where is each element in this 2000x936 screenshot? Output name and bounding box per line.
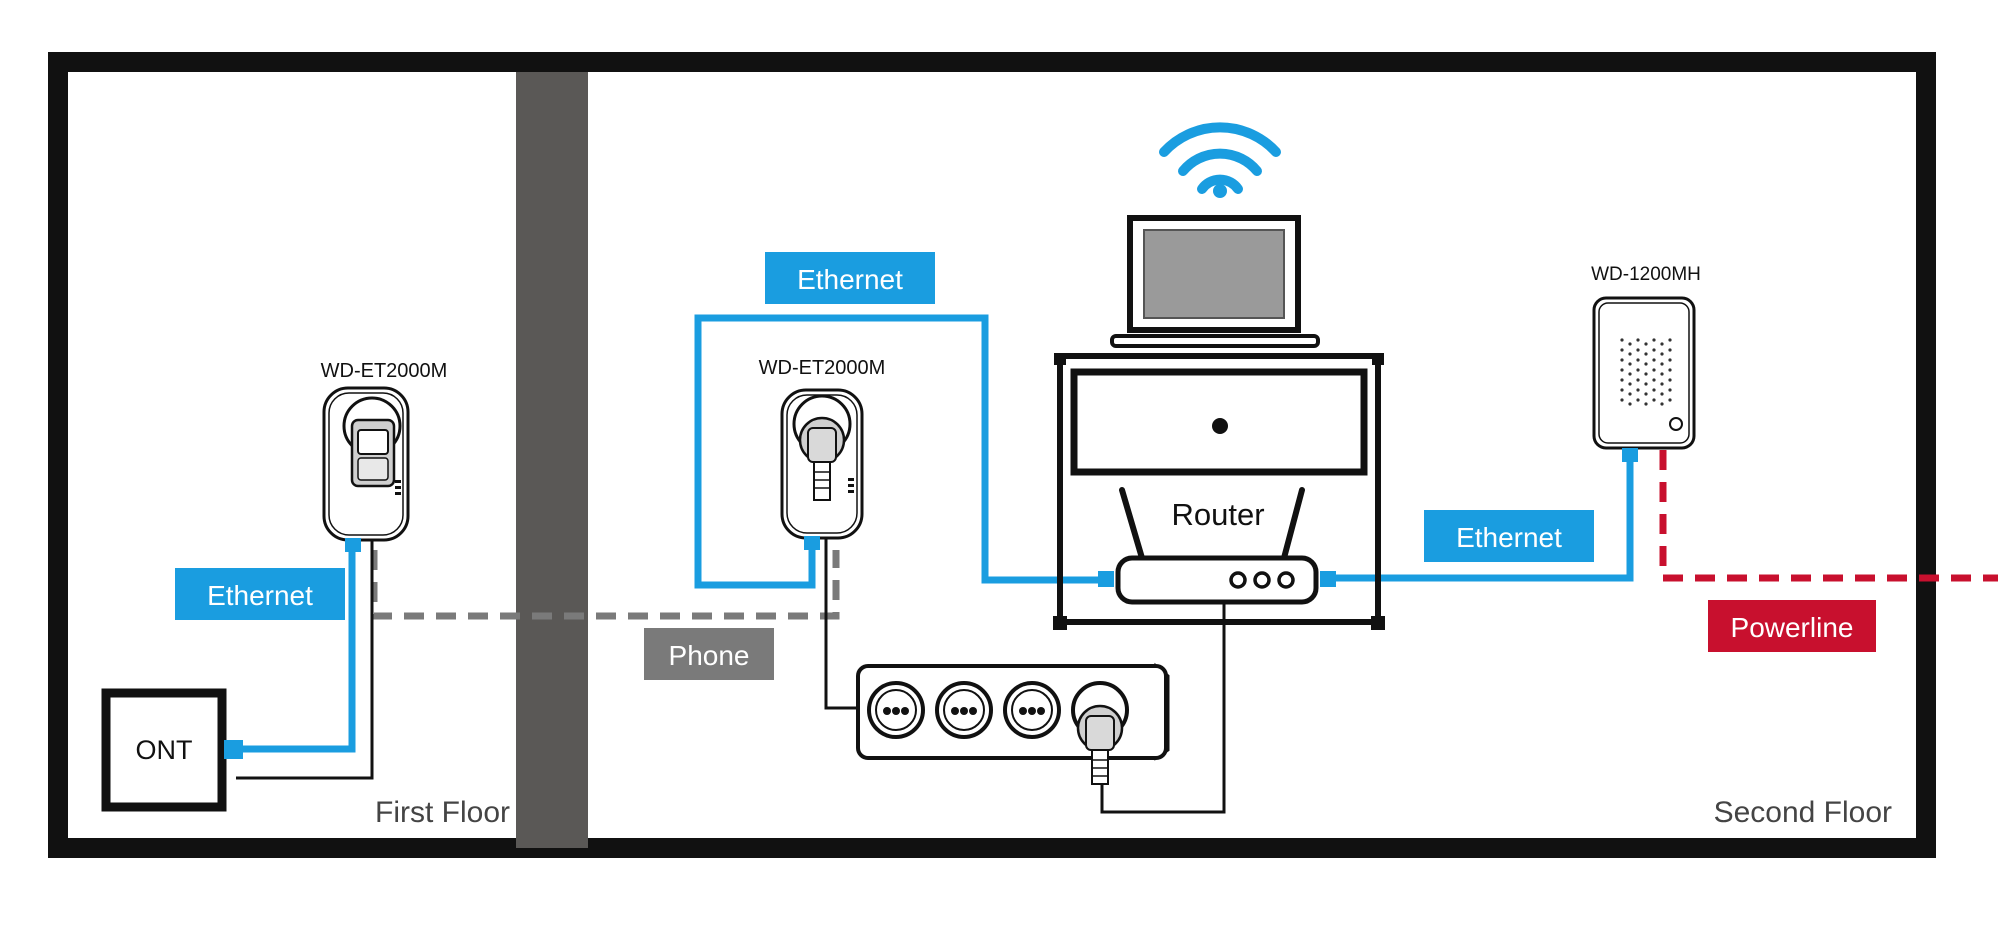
power-socket-occupied [1071,681,1129,785]
plug-icon [798,416,846,501]
ont-ethernet-port [224,740,243,759]
ethernet-label-right-text: Ethernet [1456,522,1562,553]
power-socket [1003,681,1061,739]
second-floor-label: Second Floor [1714,796,1892,829]
ont-box: ONT [101,688,243,812]
drawer-knob [1212,418,1228,434]
power-socket [935,681,993,739]
powerline-adapter-left: WD-ET2000M [321,360,448,552]
adapter-middle-ethernet-port [804,536,820,550]
router-label: Router [1171,497,1264,532]
ethernet-loop-middle-adapter [694,314,1098,589]
router-power-cord [1100,600,1226,814]
first-floor-label: First Floor [375,796,510,829]
adapter-right-ethernet-port [1622,448,1638,462]
plug-icon [350,418,396,488]
adapter-middle-label: WD-ET2000M [759,357,886,379]
powerline-label-text: Powerline [1731,612,1854,643]
power-strip [856,662,1170,785]
ethernet-cable-router-right [1334,450,1634,582]
phone-line [370,550,840,620]
ont-power-cord [236,476,374,780]
speaker-grille [1620,338,1672,406]
laptop-screen [1143,229,1285,319]
router-antenna-left [1119,487,1145,561]
router-antenna-right [1281,487,1305,561]
indicator-leds [848,478,854,493]
wifi-icon [1159,122,1281,198]
ethernet-label-left: Ethernet [175,568,345,620]
ethernet-cable-ont [236,550,356,753]
adapter-left-ethernet-port [345,538,361,552]
desk [1053,353,1385,630]
phone-label: Phone [644,628,774,680]
powerline-label: Powerline [1708,600,1876,652]
ethernet-label-left-text: Ethernet [207,580,313,611]
phone-label-text: Phone [669,640,750,671]
pair-button-icon [1669,417,1683,431]
adapter-left-label: WD-ET2000M [321,360,448,382]
router-port-left [1098,571,1114,587]
ethernet-label-top-text: Ethernet [797,264,903,295]
ethernet-label-right: Ethernet [1424,510,1594,562]
power-socket [867,681,925,739]
powerline-adapter-right: WD-1200MH [1591,264,1701,462]
desk-drawer [1070,368,1368,476]
middle-adapter-power-cord [824,478,858,710]
powerline-link [1659,450,1998,582]
adapter-right-label: WD-1200MH [1591,264,1701,285]
floor-divider-wall [516,72,588,848]
ont-label: ONT [136,735,193,765]
ethernet-label-top: Ethernet [765,252,935,304]
router-port-right [1320,571,1336,587]
powerline-adapter-middle: WD-ET2000M [759,357,886,550]
laptop-icon [1110,215,1320,348]
router: Router [1098,487,1336,605]
indicator-leds [395,480,401,495]
